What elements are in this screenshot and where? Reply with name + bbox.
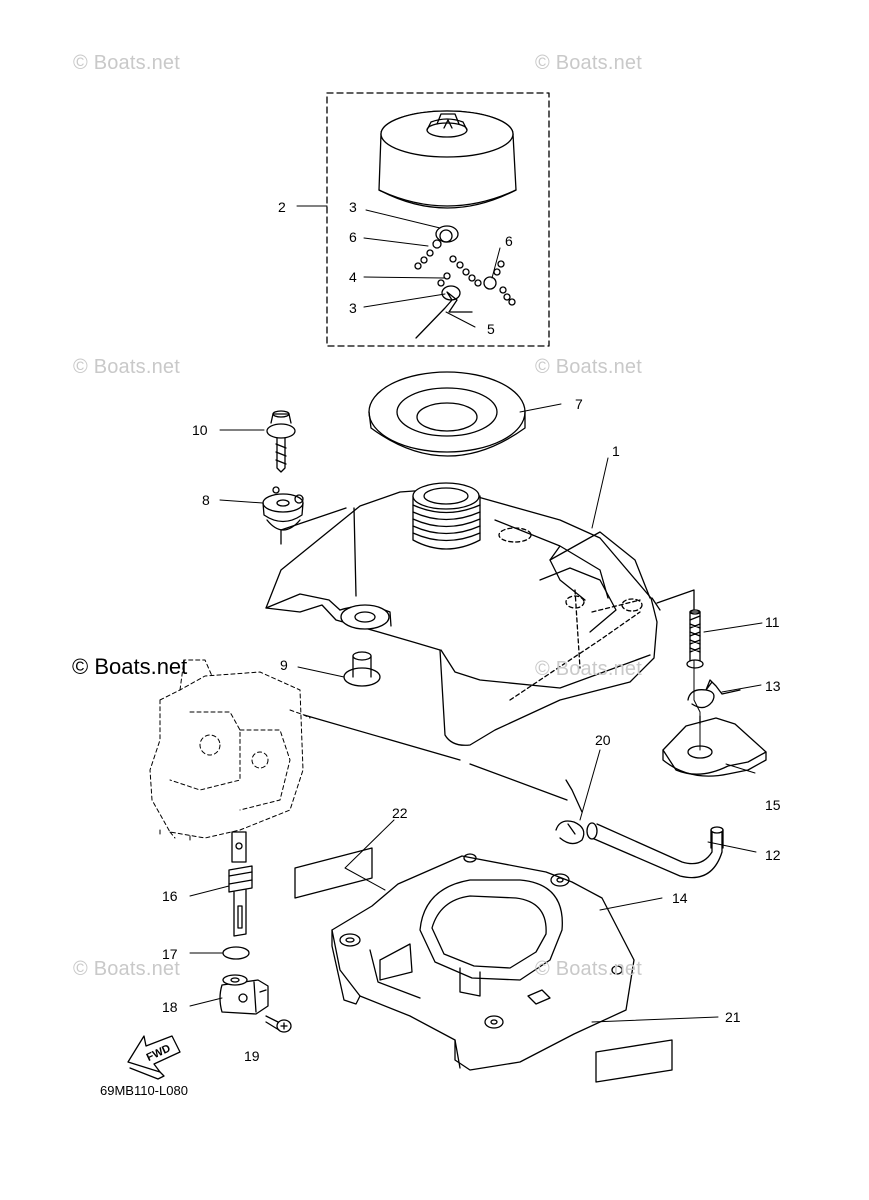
figure-code: 69MB110-L080 [100, 1083, 188, 1098]
bolt-10 [266, 410, 296, 473]
callout-16: 16 [162, 888, 178, 904]
label-22 [294, 847, 373, 899]
collar-9 [343, 651, 381, 687]
carburetor [149, 659, 311, 843]
watermark-5: © Boats.net [535, 658, 642, 680]
watermark-1: © Boats.net [73, 52, 180, 74]
guide-line-2 [656, 589, 695, 611]
callout-6-right: 6 [505, 233, 513, 249]
callout-17: 17 [162, 946, 178, 962]
watermark-main: © Boats.net [72, 654, 188, 679]
choke-rod [228, 831, 253, 937]
fwd-arrow [127, 1035, 181, 1080]
grommet-8 [262, 486, 304, 531]
guide-line-3 [303, 714, 568, 801]
callout-10: 10 [192, 422, 208, 438]
callout-22: 22 [392, 805, 408, 821]
fuel-hose [586, 822, 724, 879]
cap-gasket [368, 371, 526, 457]
hose-clip-20 [555, 779, 585, 845]
filter-holder [662, 715, 767, 777]
wire-clip [415, 291, 473, 339]
callout-7: 7 [575, 396, 583, 412]
o-ring-17 [222, 946, 250, 960]
screw-19 [265, 1015, 292, 1033]
callout-3-upper: 3 [349, 199, 357, 215]
callout-21: 21 [725, 1009, 741, 1025]
watermark-3: © Boats.net [73, 356, 180, 378]
callout-4: 4 [349, 269, 357, 285]
fuel-filter [686, 609, 704, 669]
callout-19: 19 [244, 1048, 260, 1064]
callout-18: 18 [162, 999, 178, 1015]
fuel-cap [378, 110, 517, 209]
callout-12: 12 [765, 847, 781, 863]
watermark-4: © Boats.net [535, 356, 642, 378]
guide-line-4 [693, 659, 701, 751]
fuel-tank [265, 489, 661, 746]
callout-1: 1 [612, 443, 620, 459]
callout-8: 8 [202, 492, 210, 508]
callout-5: 5 [487, 321, 495, 337]
chain-beads [414, 229, 516, 306]
leader-lines [189, 205, 763, 1023]
guide-line-1 [280, 507, 357, 597]
watermark-6: © Boats.net [73, 958, 180, 980]
callout-20: 20 [595, 732, 611, 748]
callout-11: 11 [765, 614, 780, 630]
fuel-cap-kit-box [326, 92, 550, 347]
label-21 [595, 1039, 673, 1083]
watermark-7: © Boats.net [535, 958, 642, 980]
watermark-2: © Boats.net [535, 52, 642, 74]
o-ring-3-upper [435, 225, 459, 243]
callout-14: 14 [672, 890, 688, 906]
filler-neck [412, 482, 481, 550]
callout-13: 13 [765, 678, 781, 694]
joint-18 [219, 974, 269, 1015]
callout-3-lower: 3 [349, 300, 357, 316]
callout-6-left: 6 [349, 229, 357, 245]
callout-2: 2 [278, 199, 286, 215]
o-ring-3-lower [441, 285, 461, 301]
callout-15: 15 [765, 797, 781, 813]
callout-9: 9 [280, 657, 288, 673]
